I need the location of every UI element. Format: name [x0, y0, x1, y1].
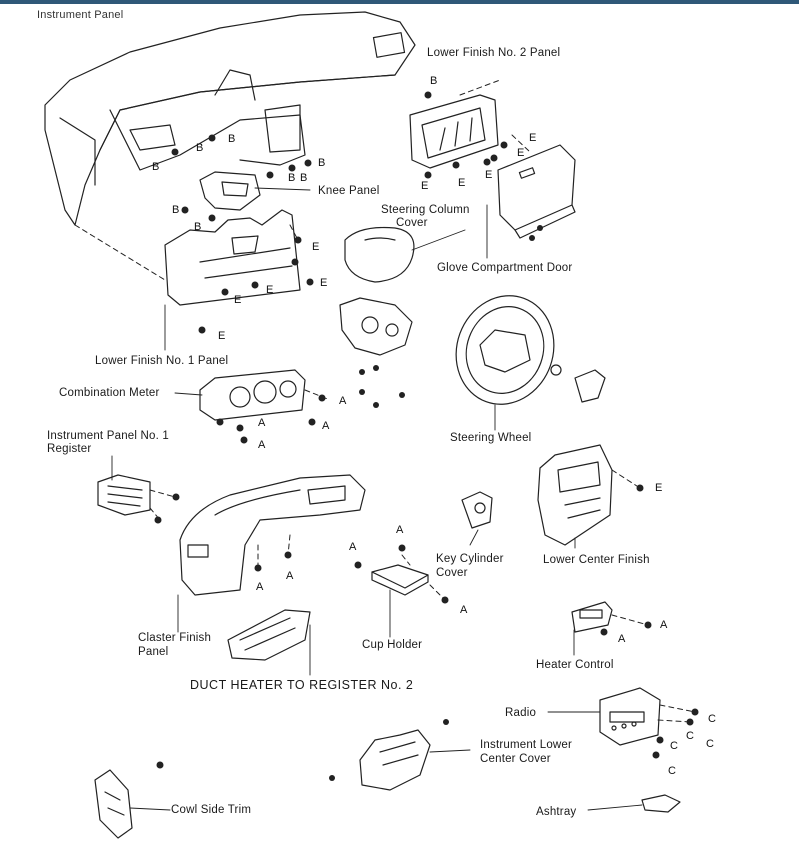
label-steering-column-cover-line2: Cover: [396, 217, 428, 229]
fastener-letter-e: E: [529, 132, 537, 144]
label-lower-finish-1-panel: Lower Finish No. 1 Panel: [95, 355, 229, 367]
label-ip-register-line2: Register: [47, 443, 92, 455]
label-lower-center-cover-line1: Instrument Lower: [480, 739, 573, 751]
fastener-letter-b: B: [196, 142, 204, 154]
lower-center-finish-part: [537, 444, 613, 546]
fastener-letter-a: A: [349, 541, 357, 553]
fastener-letter-a: A: [322, 420, 330, 432]
label-ashtray: Ashtray: [536, 806, 577, 818]
fastener-letter-e: E: [655, 482, 663, 494]
fastener-letter-e: E: [320, 277, 328, 289]
label-radio: Radio: [505, 707, 537, 719]
label-leader-lines: [111, 187, 643, 811]
combination-meter-part: [199, 369, 306, 421]
fastener-letter-e: E: [517, 147, 525, 159]
fastener-letter-b: B: [288, 172, 296, 184]
label-cup-holder: Cup Holder: [362, 639, 423, 651]
fastener-letter-a: A: [660, 619, 668, 631]
label-ip-register-line1: Instrument Panel No. 1: [47, 430, 170, 442]
fastener-letter-b: B: [152, 161, 160, 173]
ip-register-part: [97, 474, 151, 516]
fastener-letter-a: A: [396, 524, 404, 536]
lower-center-cover-part: [359, 729, 431, 791]
label-duct-heater: DUCT HEATER TO REGISTER No. 2: [190, 678, 414, 692]
fasteners: [154, 91, 699, 781]
fastener-letter-c: C: [668, 765, 676, 777]
fastener-letter-e: E: [266, 284, 274, 296]
horn-pad-part: [550, 364, 606, 403]
window-top-border: [0, 0, 799, 4]
lower-finish-1-panel-part: [164, 209, 301, 306]
fastener-letter-c: C: [686, 730, 694, 742]
fastener-letter-a: A: [258, 417, 266, 429]
fastener-letter-c: C: [670, 740, 678, 752]
column-lower-cover-part: [339, 297, 413, 356]
cowl-side-trim-part: [94, 769, 133, 839]
knee-panel-part: [199, 171, 261, 211]
exploded-view-guide-lines: [74, 79, 696, 723]
label-knee-panel: Knee Panel: [318, 185, 380, 197]
fastener-letter-a: A: [339, 395, 347, 407]
glove-compartment-door-part: [497, 144, 576, 239]
steering-column-cover-part: [344, 226, 415, 283]
instrument-panel-part: [44, 11, 416, 226]
label-glove-compartment-door: Glove Compartment Door: [437, 262, 573, 274]
fastener-letter-c: C: [708, 713, 716, 725]
fastener-letter-e: E: [485, 169, 493, 181]
label-cluster-finish-line1: Claster Finish: [138, 632, 212, 644]
label-cowl-side-trim: Cowl Side Trim: [171, 804, 252, 816]
label-lower-center-cover-line2: Center Cover: [480, 753, 551, 765]
fastener-letter-e: E: [458, 177, 466, 189]
key-cylinder-cover-part: [461, 491, 493, 529]
heater-control-part: [571, 601, 613, 633]
label-lower-center-finish: Lower Center Finish: [543, 554, 650, 566]
lower-finish-2-panel-part: [409, 94, 499, 169]
cup-holder-part: [371, 564, 429, 596]
fastener-letter-b: B: [194, 221, 202, 233]
fastener-letter-b: B: [172, 204, 180, 216]
label-combination-meter: Combination Meter: [59, 387, 160, 399]
ashtray-part: [641, 794, 681, 813]
label-steering-wheel: Steering Wheel: [450, 432, 532, 444]
fastener-letter-b: B: [228, 133, 236, 145]
fastener-letter-a: A: [618, 633, 626, 645]
fastener-letter-e: E: [234, 294, 242, 306]
fastener-letter-b: B: [318, 157, 326, 169]
fastener-letter-a: A: [286, 570, 294, 582]
label-key-cylinder-cover-line2: Cover: [436, 567, 468, 579]
duct-heater-part: [227, 609, 311, 661]
label-steering-column-cover-line1: Steering Column: [381, 204, 470, 216]
fastener-letter-a: A: [256, 581, 264, 593]
fastener-letter-e: E: [218, 330, 226, 342]
label-lower-finish-2-panel: Lower Finish No. 2 Panel: [427, 47, 561, 59]
fastener-letter-c: C: [706, 738, 714, 750]
cluster-finish-panel-part: [179, 474, 366, 596]
fastener-letter-b: B: [300, 172, 308, 184]
steering-wheel-part: [455, 295, 555, 405]
label-key-cylinder-cover-line1: Key Cylinder: [436, 553, 504, 565]
fastener-letter-b: B: [430, 75, 438, 87]
label-cluster-finish-line2: Panel: [138, 646, 169, 658]
fastener-letter-e: E: [312, 241, 320, 253]
fastener-letter-a: A: [258, 439, 266, 451]
label-heater-control: Heater Control: [536, 659, 614, 671]
diagram-title: Instrument Panel: [37, 9, 124, 21]
fastener-letter-a: A: [460, 604, 468, 616]
fastener-letter-e: E: [421, 180, 429, 192]
radio-part: [599, 687, 661, 746]
